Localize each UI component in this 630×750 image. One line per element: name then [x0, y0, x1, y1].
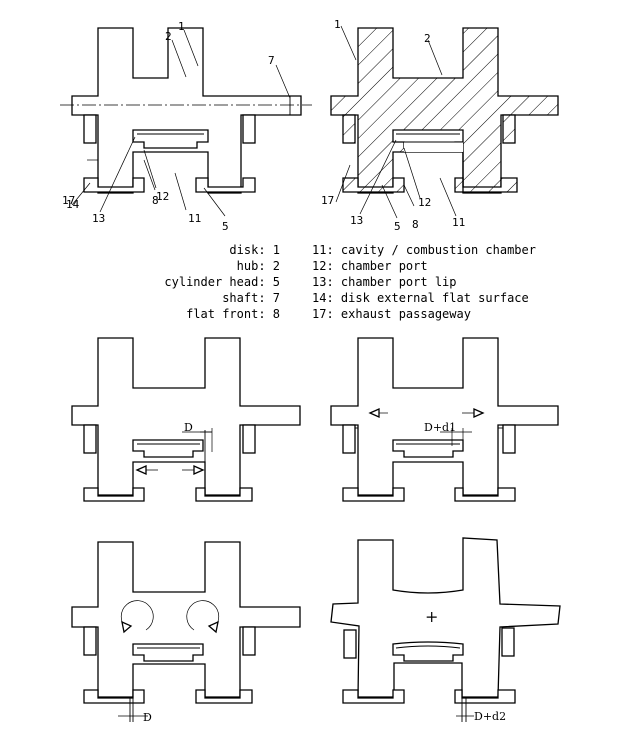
cylinder-head-left-section	[342, 177, 405, 193]
callout-12: 12	[156, 190, 169, 203]
legend-cylinder-head: cylinder head: 5	[164, 275, 280, 289]
disk-outline-deformed	[330, 537, 561, 698]
legend-chamber-port-lip: 13: chamber port lip	[312, 275, 457, 289]
legend-chamber-port: 12: chamber port	[312, 259, 428, 273]
cylinder-head-left	[83, 177, 145, 193]
panel-top-left: 1 2 7 17 14 14 13 8 12 11 5	[60, 20, 312, 233]
cylinder-head-right	[195, 177, 256, 193]
callout-11: 11	[188, 212, 201, 225]
dimension-d-bottom: D	[143, 711, 152, 724]
seal-left-section	[342, 114, 356, 144]
disk-outline-mid-right	[330, 337, 559, 496]
callout-5-right: 5	[394, 220, 401, 233]
dimension-d-plus-d2: D+d2	[474, 710, 506, 723]
panel-bottom-left: D	[71, 541, 301, 724]
callout-2-right: 2	[424, 32, 431, 45]
legend-part-names: disk: 1 hub: 2 cylinder head: 5 shaft: 7 fla…	[140, 242, 280, 322]
callout-2: 2	[165, 30, 172, 43]
legend-disk-external-flat-surface: 14: disk external flat surface	[312, 291, 529, 305]
panel-middle-right: D+d1	[330, 337, 559, 502]
callout-12-right: 12	[418, 196, 431, 209]
disk-outline-bottom-left	[71, 541, 301, 698]
disk-outline	[71, 27, 302, 194]
panel-middle-left: D	[71, 337, 301, 502]
callout-8: 8	[152, 194, 159, 207]
panel-top-right: 1 2 17 13 5 8 12 11	[321, 18, 559, 233]
legend-hub: hub: 2	[236, 259, 280, 273]
rotation-arrow-right	[186, 600, 220, 631]
callout-1: 1	[178, 20, 185, 33]
seal-left	[83, 114, 97, 144]
legend-feature-names: 11: cavity / combustion chamber 12: chamb…	[312, 242, 612, 322]
callout-5: 5	[222, 220, 229, 233]
dimension-d-mid: D	[184, 421, 193, 434]
rotation-arrow-left	[120, 600, 154, 631]
legend-cavity: 11: cavity / combustion chamber	[312, 243, 536, 257]
callout-1-right: 1	[334, 18, 341, 31]
panel-bottom-right: + D+d2	[330, 537, 561, 723]
disk-section	[330, 27, 559, 194]
seal-right	[242, 114, 256, 144]
legend-exhaust-passageway: 17: exhaust passageway	[312, 307, 471, 321]
callout-8-right: 8	[412, 218, 419, 231]
callout-14-label: 14	[66, 198, 80, 211]
legend-shaft: shaft: 7	[222, 291, 280, 305]
callout-11-right: 11	[452, 216, 465, 229]
callout-13-right: 13	[350, 214, 363, 227]
legend-disk: disk: 1	[229, 243, 280, 257]
center-mark: +	[425, 607, 438, 626]
callout-7: 7	[268, 54, 275, 67]
callout-17-right: 17	[321, 194, 334, 207]
legend-flat-front: flat front: 8	[186, 307, 280, 321]
chamber-port	[132, 129, 209, 149]
callout-13: 13	[92, 212, 105, 225]
disk-outline-mid-left	[71, 337, 301, 496]
seal-right-section	[502, 114, 516, 144]
callout-17: 17	[62, 194, 75, 207]
dimension-d-plus-d1: D+d1	[424, 421, 456, 434]
